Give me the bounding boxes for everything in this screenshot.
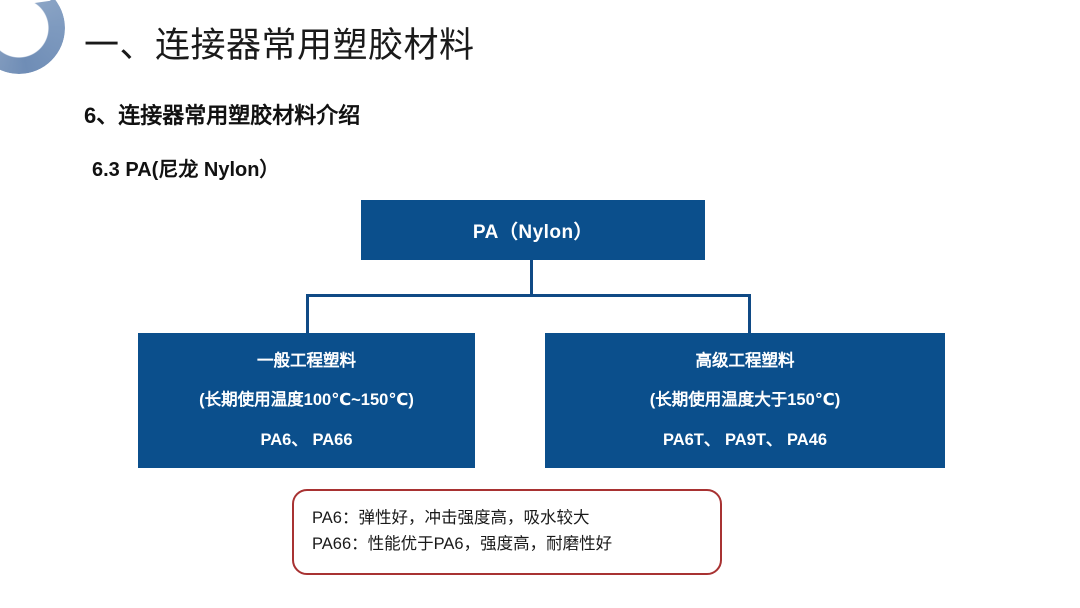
connector-drop-right [748, 294, 751, 334]
section-heading: 6、连接器常用塑胶材料介绍 [84, 103, 361, 128]
diagram-node-root: PA（Nylon） [361, 200, 705, 260]
note-line-pa6: PA6：弹性好，冲击强度高，吸水较大 [312, 509, 590, 528]
page-title: 一、连接器常用塑胶材料 [84, 26, 475, 65]
decorative-ring-icon [0, 0, 65, 74]
diagram-node-general-label: 一般工程塑料 [257, 351, 356, 370]
diagram-node-advanced-label: 高级工程塑料 [695, 351, 795, 370]
diagram-node-general-condition: (长期使用温度100℃~150℃) [199, 391, 414, 410]
sub-heading: 6.3 PA(尼龙 Nylon） [92, 159, 280, 181]
diagram-node-advanced-plastics: 高级工程塑料 (长期使用温度大于150℃) PA6T、 PA9T、 PA46 [545, 333, 945, 468]
diagram-node-general-plastics: 一般工程塑料 (长期使用温度100℃~150℃) PA6、 PA66 [138, 333, 475, 468]
note-callout: PA6：弹性好，冲击强度高，吸水较大 PA66：性能优于PA6，强度高，耐磨性好 [292, 489, 722, 575]
ring-gap [0, 0, 51, 8]
diagram-node-general-grades: PA6、 PA66 [260, 430, 353, 449]
note-line-pa66: PA66：性能优于PA6，强度高，耐磨性好 [312, 535, 613, 553]
diagram-node-root-label: PA（Nylon） [472, 221, 594, 243]
connector-horizontal [306, 294, 751, 297]
connector-stem [530, 260, 533, 297]
connector-drop-left [306, 294, 309, 334]
diagram-node-advanced-grades: PA6T、 PA9T、 PA46 [662, 430, 828, 449]
diagram-node-advanced-condition: (长期使用温度大于150℃) [649, 391, 841, 410]
